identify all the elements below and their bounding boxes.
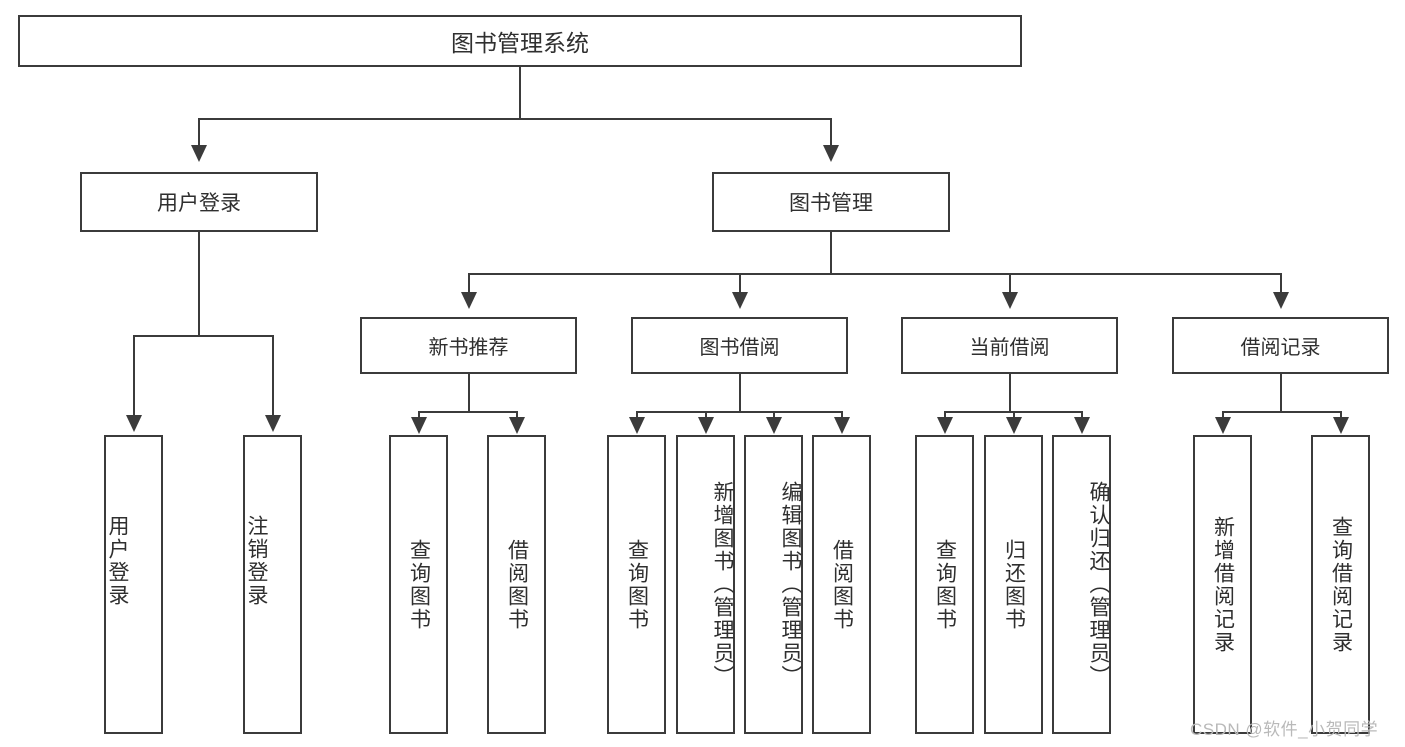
connector-bm-branch-3 xyxy=(1009,273,1011,293)
node-label: 用户登录 xyxy=(157,192,241,215)
leaf-label: 查询图书 xyxy=(933,538,957,631)
node-label: 新书推荐 xyxy=(428,337,509,359)
connector-book-management-stem xyxy=(830,232,832,274)
node-current-borrow[interactable]: 当前借阅 xyxy=(901,317,1118,374)
node-book-borrow[interactable]: 图书借阅 xyxy=(631,317,848,374)
arrow-nbr-leaf-1 xyxy=(411,417,427,434)
connector-bm-branch-1 xyxy=(468,273,470,293)
node-user-login[interactable]: 用户登录 xyxy=(80,172,318,232)
node-label: 借阅记录 xyxy=(1240,337,1321,359)
leaf-add-borrow-record[interactable]: 新增借阅记录 xyxy=(1193,435,1252,734)
arrow-bm-to-book-borrow xyxy=(732,292,748,309)
connector-br-bus xyxy=(1222,411,1341,413)
connector-root-stem xyxy=(519,67,521,119)
connector-cb-branch-2 xyxy=(1013,411,1015,419)
leaf-label: 确认归还（管理员） xyxy=(1087,481,1110,688)
connector-bm-branch-2 xyxy=(739,273,741,293)
connector-bb-bus xyxy=(636,411,843,413)
connector-bb-branch-2 xyxy=(705,411,707,419)
connector-bb-branch-1 xyxy=(636,411,638,419)
node-book-management-system[interactable]: 图书管理系统 xyxy=(18,15,1022,67)
arrow-bb-leaf-3 xyxy=(766,417,782,434)
leaf-label: 新增借阅记录 xyxy=(1211,515,1235,654)
connector-user-login-branch-2 xyxy=(272,335,274,417)
connector-cb-branch-3 xyxy=(1081,411,1083,419)
node-label: 当前借阅 xyxy=(969,337,1050,359)
node-new-book-recommend[interactable]: 新书推荐 xyxy=(360,317,577,374)
leaf-label: 注销登录 xyxy=(245,514,269,607)
leaf-confirm-return-admin[interactable]: 确认归还（管理员） xyxy=(1052,435,1111,734)
connector-br-stem xyxy=(1280,374,1282,412)
leaf-add-book-admin[interactable]: 新增图书（管理员） xyxy=(676,435,735,734)
leaf-query-book-nbr[interactable]: 查询图书 xyxy=(389,435,448,734)
connector-bm-branch-4 xyxy=(1280,273,1282,293)
connector-nbr-branch-2 xyxy=(516,411,518,419)
leaf-query-borrow-record[interactable]: 查询借阅记录 xyxy=(1311,435,1370,734)
arrow-br-leaf-1 xyxy=(1215,417,1231,434)
leaf-label: 用户登录 xyxy=(106,514,130,607)
connector-root-to-book-management xyxy=(830,118,832,146)
node-label: 图书借阅 xyxy=(699,337,780,359)
leaf-logout[interactable]: 注销登录 xyxy=(243,435,302,734)
connector-br-branch-2 xyxy=(1340,411,1342,419)
connector-root-bus xyxy=(198,118,831,120)
arrow-bm-to-current-borrow xyxy=(1002,292,1018,309)
node-label: 图书管理系统 xyxy=(451,30,589,56)
leaf-label: 借阅图书 xyxy=(830,538,854,631)
arrow-root-to-user-login xyxy=(191,145,207,162)
leaf-borrow-book-nbr[interactable]: 借阅图书 xyxy=(487,435,546,734)
connector-root-to-user-login xyxy=(198,118,200,146)
arrow-bb-leaf-2 xyxy=(698,417,714,434)
arrow-cb-leaf-2 xyxy=(1006,417,1022,434)
arrow-cb-leaf-1 xyxy=(937,417,953,434)
leaf-label: 编辑图书（管理员） xyxy=(779,481,802,688)
node-borrow-record[interactable]: 借阅记录 xyxy=(1172,317,1389,374)
arrow-user-login-leaf-2 xyxy=(265,415,281,432)
connector-bb-branch-3 xyxy=(773,411,775,419)
connector-user-login-bus xyxy=(133,335,273,337)
connector-user-login-stem xyxy=(198,232,200,336)
connector-nbr-branch-1 xyxy=(418,411,420,419)
arrow-bb-leaf-1 xyxy=(629,417,645,434)
leaf-borrow-book-bb[interactable]: 借阅图书 xyxy=(812,435,871,734)
arrow-bm-to-new-book-recommend xyxy=(461,292,477,309)
connector-nbr-bus xyxy=(418,411,518,413)
leaf-edit-book-admin[interactable]: 编辑图书（管理员） xyxy=(744,435,803,734)
connector-bb-stem xyxy=(739,374,741,412)
leaf-label: 查询图书 xyxy=(407,538,431,631)
arrow-br-leaf-2 xyxy=(1333,417,1349,434)
arrow-bb-leaf-4 xyxy=(834,417,850,434)
arrow-bm-to-borrow-record xyxy=(1273,292,1289,309)
leaf-label: 新增图书（管理员） xyxy=(711,481,734,688)
csdn-watermark: CSDN @软件_小贺同学 xyxy=(1190,720,1379,739)
leaf-label: 借阅图书 xyxy=(505,538,529,631)
connector-br-branch-1 xyxy=(1222,411,1224,419)
connector-book-management-bus xyxy=(468,273,1280,275)
leaf-query-book-bb[interactable]: 查询图书 xyxy=(607,435,666,734)
leaf-return-book[interactable]: 归还图书 xyxy=(984,435,1043,734)
node-label: 图书管理 xyxy=(789,192,873,215)
connector-nbr-stem xyxy=(468,374,470,412)
leaf-query-book-cb[interactable]: 查询图书 xyxy=(915,435,974,734)
arrow-root-to-book-management xyxy=(823,145,839,162)
leaf-label: 查询借阅记录 xyxy=(1329,515,1353,654)
arrow-cb-leaf-3 xyxy=(1074,417,1090,434)
connector-cb-branch-1 xyxy=(944,411,946,419)
connector-cb-stem xyxy=(1009,374,1011,412)
leaf-label: 归还图书 xyxy=(1002,538,1026,631)
leaf-user-login[interactable]: 用户登录 xyxy=(104,435,163,734)
connector-user-login-branch-1 xyxy=(133,335,135,417)
connector-bb-branch-4 xyxy=(841,411,843,419)
node-book-management[interactable]: 图书管理 xyxy=(712,172,950,232)
arrow-user-login-leaf-1 xyxy=(126,415,142,432)
leaf-label: 查询图书 xyxy=(625,538,649,631)
arrow-nbr-leaf-2 xyxy=(509,417,525,434)
